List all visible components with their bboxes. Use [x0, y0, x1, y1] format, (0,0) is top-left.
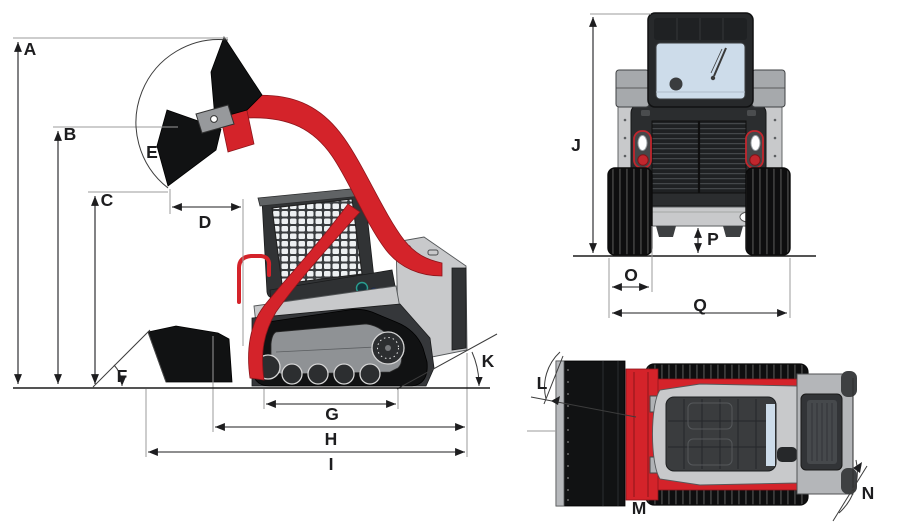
cab-rear [647, 12, 754, 108]
loader-boom [245, 94, 443, 277]
wiper-pivot [710, 75, 716, 81]
approach-angle-line-f [92, 329, 151, 388]
dim-label-f: F [117, 366, 128, 386]
fender-right [751, 69, 786, 108]
departure-angle-line-k [396, 333, 498, 390]
oscillation-angle-arc-l [544, 351, 561, 400]
turning-angle-line-n [832, 465, 868, 522]
dim-label-c: C [101, 190, 114, 210]
bucket-rollback-arc-e [135, 39, 229, 189]
top-machine-illustration [555, 360, 857, 507]
departure-angle-arc-k [471, 351, 483, 387]
dim-label-d: D [199, 212, 212, 232]
dim-label-a: A [24, 39, 37, 59]
top-dimension-lines [527, 351, 868, 522]
rear-track-right [745, 167, 791, 256]
oscillation-angle-line-l [543, 355, 564, 405]
side-view: A B C D E F G H I K [13, 36, 498, 474]
frame-leg-left [656, 226, 676, 237]
dim-label-o: O [624, 265, 638, 285]
approach-angle-arc-f [113, 364, 126, 387]
road-wheel [281, 363, 303, 385]
top-roof-panel [665, 396, 777, 472]
top-seat [777, 447, 797, 462]
top-rear-window-strip [766, 404, 775, 466]
tail-light-bulb [749, 154, 761, 166]
handrail [237, 254, 272, 304]
roof-hatch-outline-lower [687, 438, 733, 466]
bucket-rivets [567, 369, 569, 501]
top-bucket-cutting-edge [555, 360, 565, 507]
rear-corner-pad-upper [841, 371, 857, 397]
rear-dimension-lines [573, 13, 816, 318]
bucket-hinge-pin [210, 115, 218, 123]
rear-view: J P O Q [571, 12, 816, 318]
rear-track-left [607, 167, 653, 256]
tail-light-bulb [637, 154, 649, 166]
dim-label-p: P [707, 229, 719, 249]
road-wheel [359, 363, 381, 385]
dim-label-j: J [571, 135, 581, 155]
dim-label-m: M [632, 498, 647, 518]
vent-lines [811, 403, 833, 461]
side-machine-illustration [147, 36, 468, 387]
roof-grid-lines [668, 399, 774, 469]
tail-light-right [745, 130, 764, 169]
dim-label-k: K [482, 351, 495, 371]
door-latch-left [641, 110, 650, 116]
dim-label-l: L [537, 373, 548, 393]
roof-hatch-outline-upper [687, 402, 733, 430]
loader-lift-arm [248, 203, 361, 381]
tail-light-left [633, 130, 652, 169]
dim-label-b: B [64, 124, 77, 144]
rear-body-latch [427, 249, 439, 256]
dim-label-n: N [862, 483, 875, 503]
frame-leg-right [723, 226, 743, 237]
window-knob [669, 77, 683, 91]
bucket-seam-lines [602, 361, 619, 506]
angle-arrow-n [853, 462, 862, 473]
ground-bucket [147, 325, 233, 383]
fender-box [751, 69, 786, 108]
sprocket-hub [385, 345, 391, 351]
fender-box [615, 69, 650, 108]
side-dimension-lines [13, 37, 498, 457]
wiper-blade [710, 48, 723, 74]
road-wheel [333, 363, 355, 385]
wiper-arm [713, 47, 727, 77]
coupler-detail [633, 372, 649, 497]
rear-machine-illustration [607, 12, 791, 256]
fender-left [615, 69, 650, 108]
top-view: L M N [527, 351, 875, 522]
rear-window [655, 42, 746, 100]
dim-label-g: G [325, 404, 339, 424]
dim-label-h: H [325, 429, 338, 449]
reference-line-l [530, 396, 637, 418]
dim-label-i: I [329, 454, 334, 474]
tail-light-lens [750, 135, 761, 151]
dim-label-e: E [146, 142, 158, 162]
rear-counterweight-panel [451, 267, 467, 351]
door-latch-right [747, 110, 756, 116]
top-bucket [555, 360, 626, 507]
dim-label-q: Q [693, 295, 707, 315]
road-wheel [307, 363, 329, 385]
tail-light-lens [637, 135, 648, 151]
angle-arrow-l [551, 396, 560, 405]
roof-band-seams [676, 18, 724, 40]
sprocket-bolt-circle [377, 337, 399, 359]
ground-bucket-edge [147, 331, 167, 383]
